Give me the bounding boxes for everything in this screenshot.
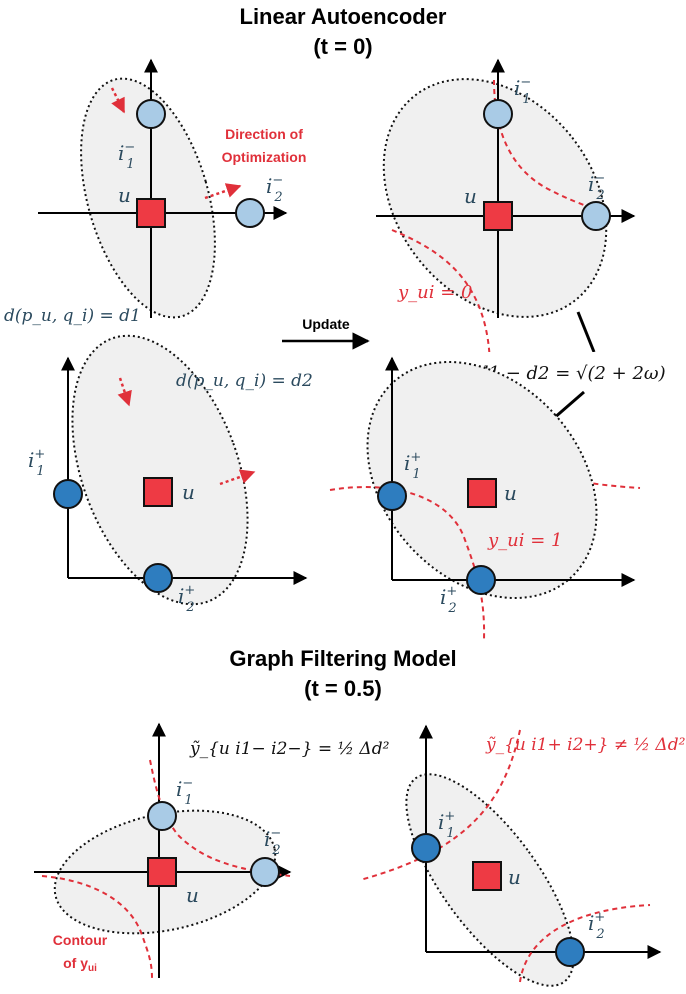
embedding-ellipse [382, 78, 608, 318]
user-label: u [464, 184, 477, 208]
user-node [143, 477, 173, 507]
user-label: u [186, 883, 199, 907]
item-label: i−2 [588, 171, 605, 203]
difference-equation: d1 − d2 = √(2 + 2ω) [477, 363, 666, 384]
user-node [472, 861, 502, 891]
callout-line [576, 311, 596, 353]
contour-label: Contour [53, 932, 108, 948]
update-label: Update [302, 316, 350, 332]
item-label: i−2 [266, 173, 283, 205]
item-label: i−1 [118, 140, 135, 172]
item-label: i+1 [404, 450, 421, 482]
item-label: i−1 [514, 75, 531, 107]
positive-item-node [53, 479, 83, 509]
item-label: i+1 [28, 447, 45, 479]
negative-item-node [136, 99, 166, 129]
yui-one-label: y_ui = 1 [487, 530, 563, 551]
item-label: i+2 [178, 583, 195, 615]
contour-line [519, 904, 651, 983]
positive-item-node [143, 563, 173, 593]
bottom-subtitle: (t = 0.5) [304, 676, 382, 701]
ytilde-equal-equation: ỹ_{u i1− i2−} = ½ Δd² [189, 739, 390, 759]
yui-zero-label: y_ui = 0 [397, 282, 473, 303]
user-label: u [182, 480, 195, 504]
optimization-arrow [204, 183, 242, 200]
negative-item-node [483, 99, 513, 129]
panel-middle-right: u i+1 i+2 y_ui = 1 [329, 356, 636, 641]
item-label: i−1 [176, 776, 193, 808]
direction-label: Optimization [222, 149, 307, 165]
positive-item-node [555, 937, 585, 967]
negative-item-node [250, 857, 280, 887]
distance-equation-d2: d(p_u, q_i) = d2 [176, 371, 313, 391]
user-label: u [508, 865, 521, 889]
ytilde-notequal-equation: ỹ_{u i1+ i2+} ≠ ½ Δd² [485, 735, 686, 755]
contour-line [359, 729, 521, 881]
item-label: i+2 [588, 910, 605, 942]
positive-item-node [377, 481, 407, 511]
item-label: i+1 [438, 809, 455, 841]
item-label: i+2 [440, 584, 457, 616]
distance-equation-d1: d(p_u, q_i) = d1 [4, 306, 141, 326]
top-subtitle: (t = 0) [313, 34, 372, 59]
negative-item-node [581, 201, 611, 231]
panel-middle-left: u i+1 i+2 d(p_u, q_i) = d2 [28, 334, 313, 615]
positive-item-node [411, 833, 441, 863]
difference-callout: d1 − d2 = √(2 + 2ω) [472, 311, 682, 434]
panel-bottom-left: u i−1 i−2 ỹ_{u i1− i2−} = ½ Δd² Contour … [34, 722, 390, 979]
top-title: Linear Autoencoder [240, 4, 447, 29]
user-node [483, 201, 513, 231]
negative-item-node [235, 198, 265, 228]
user-node [136, 198, 166, 228]
contour-line [329, 486, 486, 641]
embedding-ellipse [71, 334, 249, 606]
item-label: i−2 [264, 826, 281, 858]
optimization-arrow [219, 469, 256, 486]
panel-top-left: u i−1 i−2 Direction of Optimization d(p_… [4, 58, 307, 326]
user-label: u [118, 183, 131, 207]
positive-item-node [466, 565, 496, 595]
optimization-arrow [110, 87, 126, 114]
direction-label: Direction of [225, 126, 303, 142]
contour-label: of yui [63, 955, 97, 974]
optimization-arrow [117, 377, 132, 407]
bottom-title: Graph Filtering Model [229, 646, 456, 671]
user-node [467, 478, 497, 508]
panel-bottom-right: u i+1 i+2 ỹ_{u i1+ i2+} ≠ ½ Δd² [359, 724, 686, 987]
update-arrow-group: Update [282, 316, 370, 350]
user-node [147, 857, 177, 887]
user-label: u [504, 481, 517, 505]
negative-item-node [147, 801, 177, 831]
